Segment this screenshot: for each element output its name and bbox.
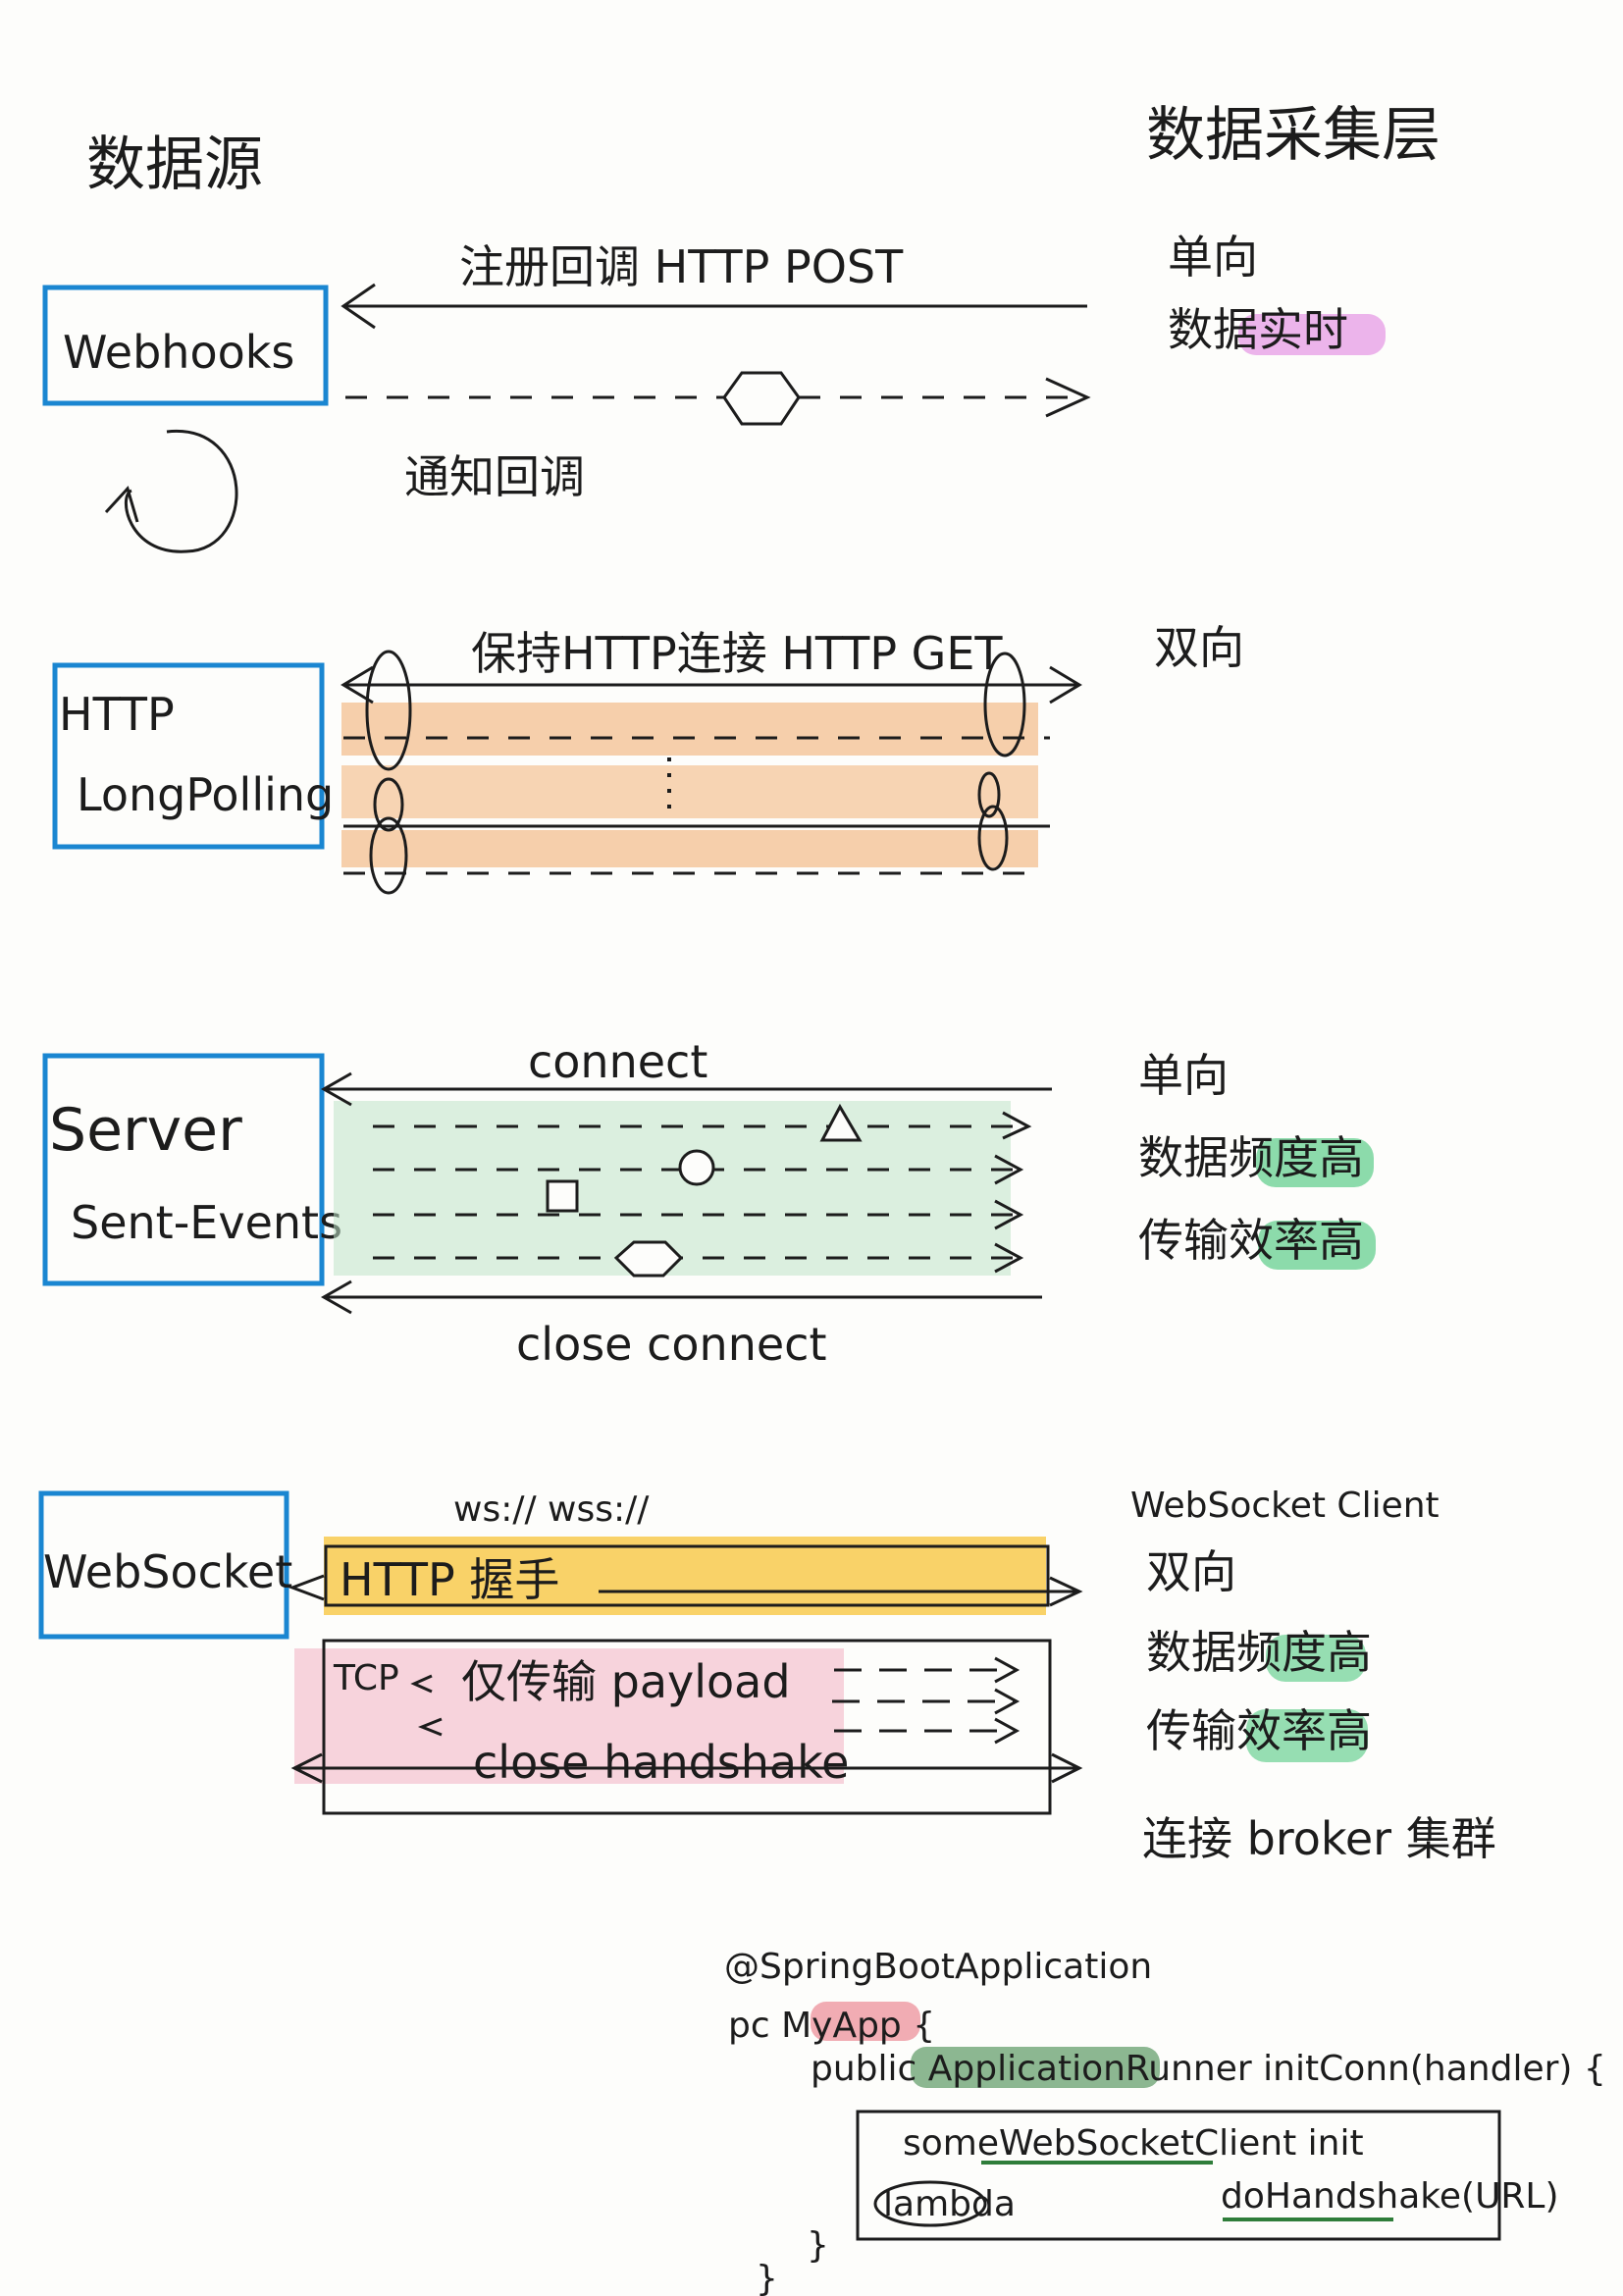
websocket-payload-arrow-left-2 — [417, 1717, 443, 1737]
longpolling-label-line2: LongPolling — [77, 768, 334, 821]
websocket-box — [38, 1490, 289, 1640]
code-runner-highlight — [911, 2047, 1160, 2088]
websocket-efficiency-highlight — [1246, 1709, 1368, 1762]
websocket-handshake-tube — [324, 1544, 1050, 1607]
websocket-handshake-arrow-right — [1049, 1576, 1083, 1607]
sse-right-direction: 单向 — [1138, 1049, 1229, 1102]
code-handshake-text: doHandshake(URL) — [1221, 2176, 1559, 2217]
code-classname-highlight — [811, 2002, 920, 2041]
sse-stream-arrow-3 — [994, 1199, 1024, 1230]
sse-event-hexagon — [613, 1240, 684, 1278]
longpolling-conn-left-3 — [369, 816, 408, 895]
websocket-close-arrow-right — [1051, 1752, 1083, 1784]
websocket-handshake-text: HTTP 握手 — [340, 1553, 559, 1606]
longpolling-band-3 — [341, 830, 1038, 867]
sse-connect-text: connect — [528, 1035, 707, 1088]
longpolling-conn-right-1 — [983, 652, 1026, 757]
webhooks-right-realtime: 数据实时 — [1168, 303, 1348, 356]
websocket-handshake-arrow-left — [288, 1574, 325, 1601]
sse-stream-arrow-1 — [1002, 1111, 1032, 1140]
websocket-right-direction: 双向 — [1146, 1545, 1236, 1598]
websocket-frequency-highlight — [1266, 1635, 1366, 1682]
sse-right-efficiency: 传输效率高 — [1138, 1214, 1364, 1267]
websocket-tcp-label: TCP — [333, 1658, 399, 1698]
sse-close-arrowhead — [320, 1279, 352, 1315]
sse-label-line2: Sent-Events — [71, 1196, 342, 1249]
longpolling-label-line1: HTTP — [59, 688, 175, 741]
longpolling-band-1 — [341, 703, 1038, 756]
websocket-stream-arrow-1 — [994, 1656, 1021, 1684]
sse-efficiency-highlight — [1258, 1221, 1376, 1270]
longpolling-top-text: 保持HTTP连接 HTTP GET — [471, 627, 1003, 680]
websocket-label: WebSocket — [43, 1545, 292, 1598]
webhooks-label: Webhooks — [63, 326, 294, 379]
longpolling-right-direction: 双向 — [1154, 621, 1244, 674]
websocket-right-broker: 连接 broker 集群 — [1142, 1812, 1496, 1865]
websocket-close-arrow-left — [290, 1752, 323, 1784]
webhooks-loop-icon — [124, 430, 238, 553]
sse-frequency-highlight — [1256, 1138, 1374, 1187]
source-header: 数据源 — [86, 130, 263, 199]
code-lambda-oval — [873, 2180, 987, 2227]
code-sketch: @SpringBootApplication pc MyApp { public… — [724, 1947, 1606, 2296]
code-method-line: public ApplicationRunner initConn(handle… — [811, 2049, 1606, 2089]
sse-right-frequency: 数据频度高 — [1138, 1131, 1364, 1184]
code-client-line: someWebSocketClient init — [903, 2123, 1364, 2164]
webhooks-notify-arrowhead — [1045, 377, 1091, 418]
webhooks-box — [42, 285, 329, 406]
code-lambda-text: lambda — [883, 2184, 1016, 2224]
sse-event-square — [546, 1179, 579, 1213]
sse-event-triangle — [819, 1103, 863, 1142]
websocket-protocols: ws:// wss:// — [453, 1489, 650, 1530]
code-annotation: @SpringBootApplication — [724, 1947, 1152, 1987]
webhooks-right-direction: 单向 — [1168, 231, 1258, 284]
sse-connect-arrowhead — [320, 1071, 352, 1107]
sse-stream-fill — [334, 1101, 1011, 1276]
webhooks-event-hexagon — [722, 371, 801, 426]
longpolling-conn-right-2 — [977, 771, 1001, 818]
webhooks-register-arrowhead — [340, 283, 376, 330]
webhooks-section: Webhooks 注册回调 HTTP POST 通知回调 单向 数据实时 — [42, 231, 1386, 553]
websocket-stream-arrow-3 — [994, 1717, 1021, 1745]
webhooks-register-text: 注册回调 HTTP POST — [459, 240, 904, 293]
longpolling-arrow-left — [340, 665, 374, 704]
longpolling-conn-left-2 — [373, 777, 404, 832]
code-block-frame — [856, 2110, 1501, 2241]
websocket-handshake-fill — [324, 1537, 1046, 1615]
longpolling-conn-left-1 — [365, 650, 412, 771]
longpolling-arrow-right — [1049, 665, 1082, 704]
code-close-outer: } — [756, 2259, 778, 2296]
sse-box — [42, 1053, 325, 1286]
websocket-tcp-frame — [322, 1639, 1052, 1815]
websocket-payload-text: 仅传输 payload — [461, 1655, 791, 1708]
websocket-stream-arrow-2 — [994, 1688, 1021, 1715]
webhooks-realtime-highlight — [1238, 314, 1386, 355]
websocket-payload-fill — [294, 1648, 844, 1784]
sse-stream-arrow-2 — [994, 1154, 1024, 1185]
code-class-line: pc MyApp { — [728, 2006, 935, 2046]
longpolling-band-2 — [341, 765, 1038, 818]
websocket-right-frequency: 数据频度高 — [1146, 1626, 1372, 1679]
websocket-close-text: close handshake — [473, 1736, 849, 1789]
webhooks-notify-text: 通知回调 — [404, 450, 585, 503]
sse-close-text: close connect — [516, 1318, 826, 1371]
longpolling-box — [52, 662, 325, 850]
websocket-right-efficiency: 传输效率高 — [1146, 1704, 1372, 1757]
webhooks-loop-arrowhead — [104, 486, 139, 523]
sse-event-circle — [678, 1149, 715, 1186]
longpolling-section: HTTP LongPolling 保持HTTP连接 HTTP GET 双向 — [52, 621, 1244, 895]
websocket-section: WebSocket ws:// wss:// HTTP 握手 TCP 仅传输 p… — [38, 1486, 1496, 1865]
sse-stream-arrow-4 — [994, 1242, 1024, 1274]
sse-section: Server Sent-Events connect close connect… — [42, 1035, 1376, 1371]
longpolling-conn-right-3 — [977, 805, 1009, 871]
consumer-header: 数据采集层 — [1146, 101, 1440, 170]
code-close-inner: } — [807, 2225, 829, 2266]
websocket-right-client: WebSocket Client — [1130, 1486, 1440, 1526]
websocket-payload-arrow-left-1 — [410, 1674, 433, 1694]
sse-label-line1: Server — [49, 1096, 242, 1165]
